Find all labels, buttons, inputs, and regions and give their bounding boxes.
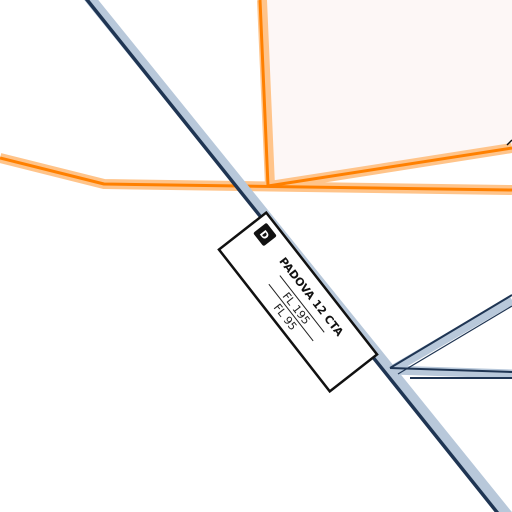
airspace-label[interactable]: D PADOVA 12 CTA FL 195 FL 95: [217, 210, 379, 394]
airway-northeast-line-lower: [397, 305, 512, 375]
airway-east-line: [389, 367, 512, 373]
airway-halo-east: [391, 365, 512, 379]
edge-tick-mark: [506, 139, 512, 146]
boundary-line-west: [0, 156, 512, 192]
airway-northeast-line: [389, 294, 512, 369]
airspace-class-badge: [253, 223, 277, 246]
orange-airspace-boundaries: [0, 0, 512, 195]
boundary-line-area: [258, 0, 512, 188]
lower-limit-rule: [268, 283, 314, 342]
airway-halo-northeast: [389, 296, 512, 374]
upper-limit-rule: [279, 275, 325, 333]
shaded-airspace-area: [260, 0, 512, 186]
airspace-label-box: [217, 210, 379, 394]
